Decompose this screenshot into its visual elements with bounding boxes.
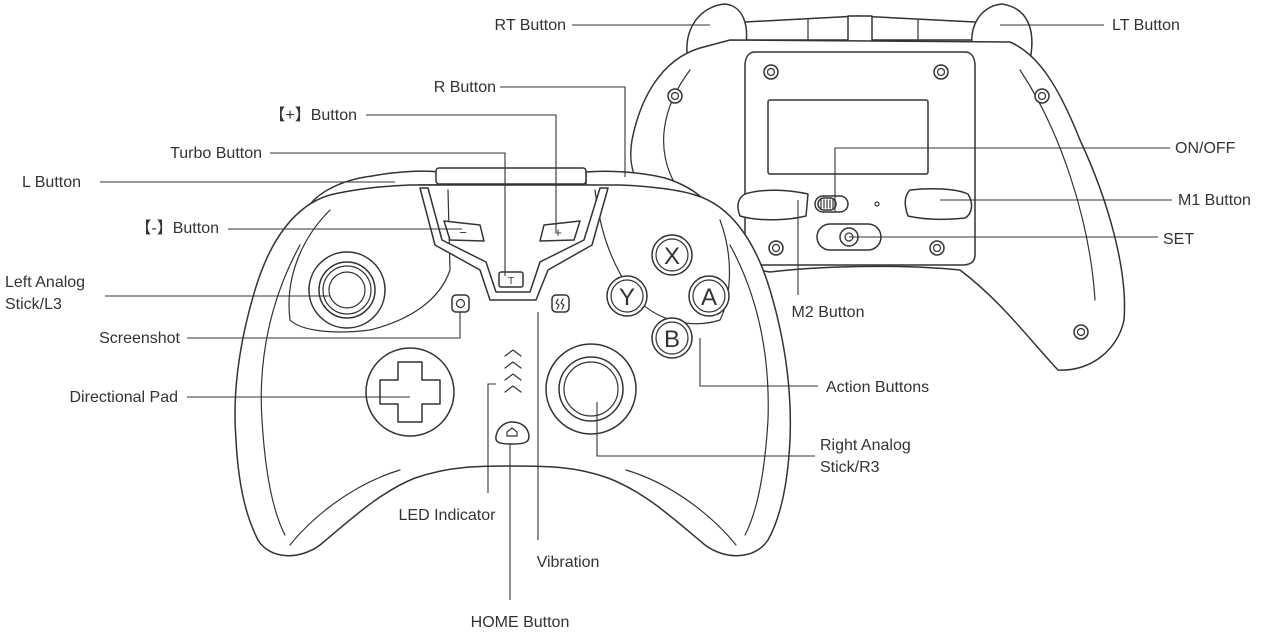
left-analog-stick <box>308 251 386 329</box>
minus-glyph: − <box>459 225 467 240</box>
label-action-buttons: Action Buttons <box>826 379 929 396</box>
y-glyph: Y <box>619 284 635 311</box>
plus-button: + <box>539 220 581 242</box>
y-button: Y <box>606 275 648 317</box>
label-m1-button: M1 Button <box>1178 192 1251 209</box>
label-screenshot: Screenshot <box>99 330 180 347</box>
screenshot-button <box>451 294 470 313</box>
callout-labels: RT Button LT Button R Button 【+】Button T… <box>5 17 1251 631</box>
leader-led <box>487 383 496 493</box>
leader-turbo <box>270 152 506 276</box>
label-led-indicator: LED Indicator <box>399 507 497 524</box>
turbo-glyph: T <box>508 276 514 287</box>
leader-lines <box>100 24 1172 600</box>
label-set: SET <box>1163 231 1194 248</box>
m1-paddle <box>904 188 973 221</box>
label-minus-button: 【-】Button <box>135 220 219 237</box>
label-r-button: R Button <box>434 79 496 96</box>
b-button: B <box>651 317 693 359</box>
controller-front-view: − + T <box>234 167 792 557</box>
power-switch <box>814 195 849 213</box>
m2-paddle <box>737 189 809 221</box>
label-rt-button: RT Button <box>495 17 566 34</box>
label-lt-button: LT Button <box>1112 17 1180 34</box>
leader-action <box>699 338 818 387</box>
controller-back-view <box>629 3 1126 371</box>
label-right-stick-line1: Right Analog <box>820 437 911 454</box>
label-on-off: ON/OFF <box>1175 140 1236 157</box>
leader-screenshot <box>187 312 461 339</box>
led-indicator <box>504 349 522 393</box>
minus-button: − <box>443 220 485 242</box>
label-turbo-button: Turbo Button <box>170 145 262 162</box>
label-m2-button: M2 Button <box>792 304 865 321</box>
b-glyph: B <box>664 326 680 353</box>
a-glyph: A <box>701 284 717 311</box>
label-plus-button: 【+】Button <box>269 107 357 124</box>
label-left-stick-line1: Left Analog <box>5 274 85 291</box>
label-left-stick-line2: Stick/L3 <box>5 296 62 313</box>
label-vibration: Vibration <box>537 554 600 571</box>
leader-r <box>500 86 626 177</box>
leader-right-stick <box>596 402 815 457</box>
a-button: A <box>688 275 730 317</box>
x-glyph: X <box>664 243 680 270</box>
label-l-button: L Button <box>22 174 81 191</box>
label-directional-pad: Directional Pad <box>70 389 179 406</box>
home-button <box>495 421 530 445</box>
label-right-stick-line2: Stick/R3 <box>820 459 880 476</box>
vibration-button <box>551 294 570 313</box>
right-analog-stick <box>545 343 637 435</box>
turbo-button: T <box>498 271 524 288</box>
leader-plus <box>366 114 557 232</box>
action-buttons: X Y A B <box>606 234 730 359</box>
plus-glyph: + <box>554 225 562 240</box>
screw-icon <box>667 64 1089 340</box>
directional-pad <box>365 347 455 437</box>
x-button: X <box>651 234 693 276</box>
label-home-button: HOME Button <box>471 614 570 631</box>
leader-on-off <box>834 147 1170 212</box>
